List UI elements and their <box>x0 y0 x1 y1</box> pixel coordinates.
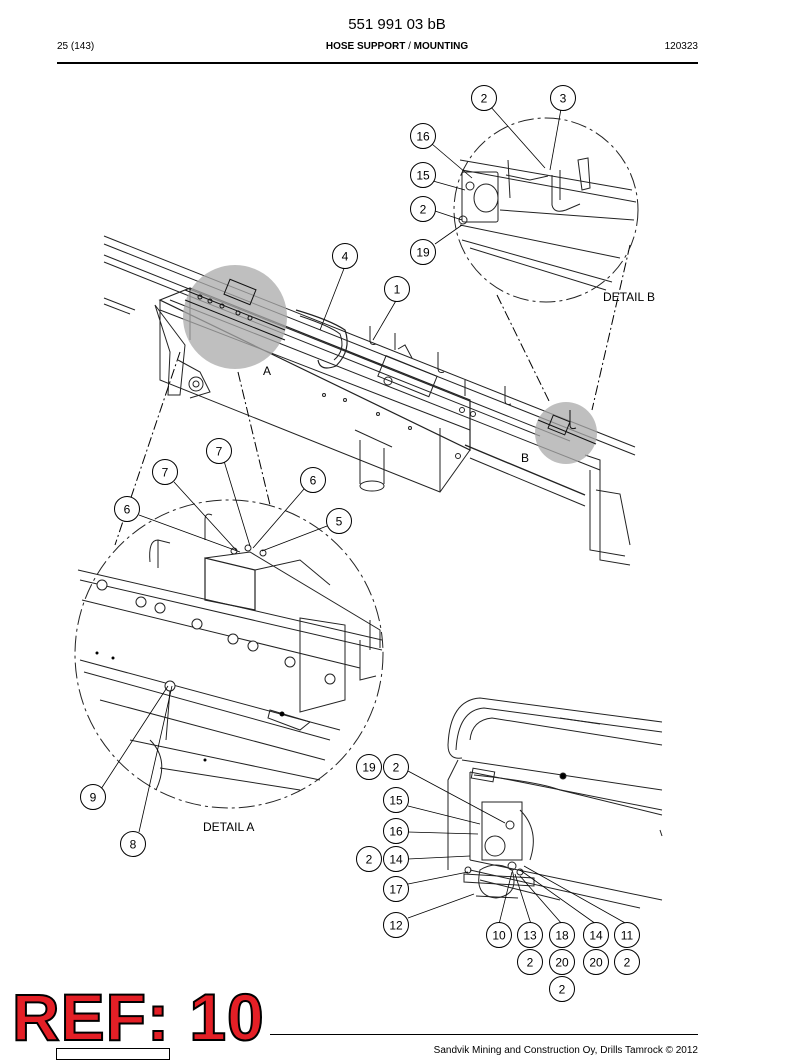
callout-13: 13 <box>517 922 543 948</box>
callout-2-detail-b-mid: 2 <box>410 196 436 222</box>
svg-text:5: 5 <box>336 515 343 529</box>
svg-text:2: 2 <box>366 853 373 867</box>
svg-text:18: 18 <box>555 929 569 943</box>
footer-logo <box>56 1048 170 1060</box>
svg-text:2: 2 <box>624 956 631 970</box>
svg-text:15: 15 <box>416 169 430 183</box>
callout-17: 17 <box>383 876 409 902</box>
detail-b-drawing: DETAIL B <box>453 117 655 304</box>
zone-a-label: A <box>263 364 271 378</box>
callout-6-right: 6 <box>300 467 326 493</box>
svg-text:16: 16 <box>416 130 430 144</box>
svg-text:20: 20 <box>589 956 603 970</box>
callout-19-detail-b: 19 <box>410 239 436 265</box>
svg-text:7: 7 <box>216 445 223 459</box>
document-number: 551 991 03 bB <box>348 16 446 33</box>
callout-19-lower: 19 <box>356 754 382 780</box>
callout-1: 1 <box>384 276 410 302</box>
callout-15-lower: 15 <box>383 787 409 813</box>
footer-copyright: Sandvik Mining and Construction Oy, Dril… <box>433 1045 698 1056</box>
document-date: 120323 <box>664 41 698 52</box>
svg-text:7: 7 <box>162 466 169 480</box>
callout-20-lower-b: 20 <box>583 949 609 975</box>
title-separator: / <box>405 41 414 52</box>
svg-text:11: 11 <box>621 929 634 943</box>
svg-text:2: 2 <box>527 956 534 970</box>
callout-2-lower-d: 2 <box>614 949 640 975</box>
callout-6-left: 6 <box>114 496 140 522</box>
detail-b-connector-1 <box>496 294 551 404</box>
callout-20-lower-a: 20 <box>549 949 575 975</box>
callout-16-detail-b: 16 <box>410 123 436 149</box>
callout-7-lower: 7 <box>152 459 178 485</box>
callout-4: 4 <box>332 243 358 269</box>
svg-text:14: 14 <box>589 929 603 943</box>
callout-12: 12 <box>383 912 409 938</box>
callout-11: 11 <box>614 922 640 948</box>
detail-a-connector-1 <box>237 371 271 506</box>
title-part-2: MOUNTING <box>413 41 469 52</box>
svg-text:16: 16 <box>389 825 403 839</box>
svg-text:8: 8 <box>130 838 137 852</box>
callout-16-lower: 16 <box>383 818 409 844</box>
detail-a-drawing: DETAIL A <box>74 499 384 834</box>
svg-text:2: 2 <box>393 761 400 775</box>
detail-b-label: DETAIL B <box>603 290 655 304</box>
page-title: HOSE SUPPORT / MOUNTING <box>0 41 794 52</box>
callout-3: 3 <box>550 85 576 111</box>
svg-text:10: 10 <box>492 929 506 943</box>
callout-14-lower-b: 14 <box>583 922 609 948</box>
svg-text:19: 19 <box>362 761 376 775</box>
detail-b-connector-2 <box>591 244 631 411</box>
svg-text:3: 3 <box>560 92 567 106</box>
svg-text:19: 19 <box>416 246 430 260</box>
svg-text:2: 2 <box>559 983 566 997</box>
svg-text:12: 12 <box>389 919 403 933</box>
callout-7-upper: 7 <box>206 438 232 464</box>
reference-stamp: REF: 10 <box>11 980 265 1054</box>
main-boom-drawing <box>103 235 636 566</box>
leader-lines <box>100 105 628 925</box>
callout-15-detail-b: 15 <box>410 162 436 188</box>
svg-text:17: 17 <box>389 883 403 897</box>
callout-2-lower-c: 2 <box>517 949 543 975</box>
svg-text:2: 2 <box>481 92 488 106</box>
callout-2-detail-b-top: 2 <box>471 85 497 111</box>
detail-a-label: DETAIL A <box>203 820 254 834</box>
callout-2-lower-a: 2 <box>383 754 409 780</box>
callout-10: 10 <box>486 922 512 948</box>
callout-18: 18 <box>549 922 575 948</box>
zone-b-marker <box>535 402 597 464</box>
title-part-1: HOSE SUPPORT <box>325 41 406 52</box>
svg-text:6: 6 <box>124 503 131 517</box>
callout-bubbles: 4 1 2 3 16 15 2 19 7 7 6 6 5 9 8 19 2 15… <box>80 85 640 1002</box>
zone-b-label: B <box>521 451 529 465</box>
lower-view-drawing <box>447 697 663 909</box>
svg-text:13: 13 <box>523 929 537 943</box>
callout-5: 5 <box>326 508 352 534</box>
svg-text:20: 20 <box>555 956 569 970</box>
zone-a-marker <box>183 265 287 369</box>
svg-text:1: 1 <box>394 283 401 297</box>
svg-text:15: 15 <box>389 794 403 808</box>
callout-2-lower-e: 2 <box>549 976 575 1002</box>
svg-text:14: 14 <box>389 853 403 867</box>
svg-text:2: 2 <box>420 203 427 217</box>
svg-text:4: 4 <box>342 250 349 264</box>
callout-9: 9 <box>80 784 106 810</box>
svg-text:6: 6 <box>310 474 317 488</box>
header-rule <box>57 62 698 64</box>
svg-text:9: 9 <box>90 791 97 805</box>
page-number: 25 (143) <box>57 41 95 52</box>
callout-2-lower-b: 2 <box>356 846 382 872</box>
callout-8: 8 <box>120 831 146 857</box>
callout-14-lower-a: 14 <box>383 846 409 872</box>
footer-rule <box>270 1034 698 1035</box>
